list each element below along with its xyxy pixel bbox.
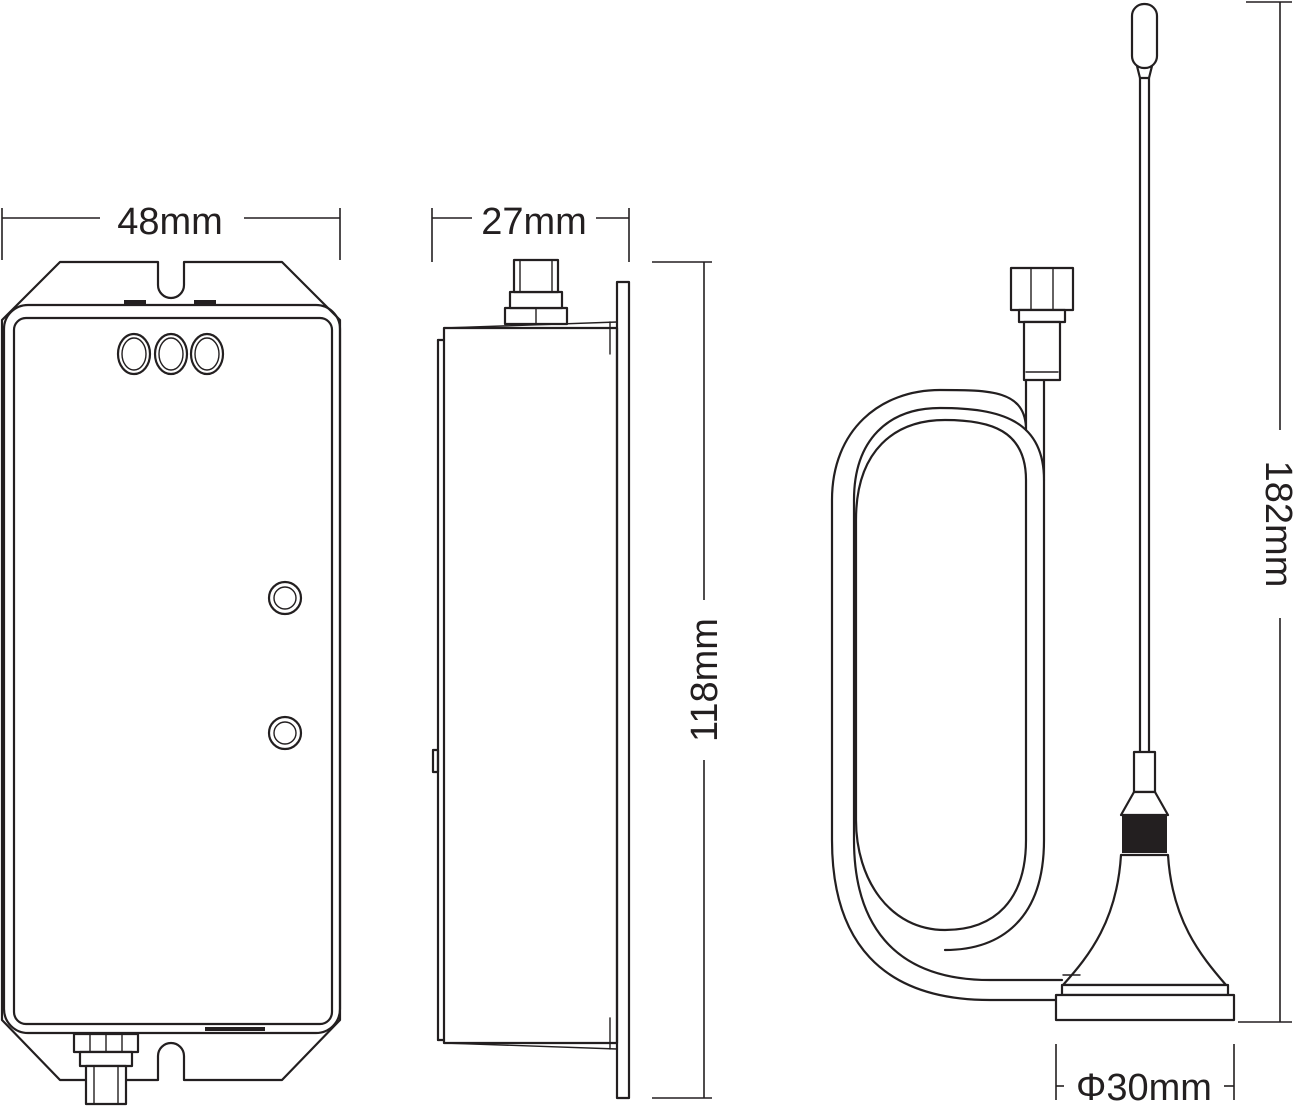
side-housing-body (442, 326, 619, 1045)
led-indicator-icon (267, 715, 303, 751)
antenna-height-label: 182mm (1257, 461, 1299, 588)
base-diameter-label: Φ30mm (1076, 1067, 1212, 1109)
dimension-base-diameter: Φ30mm (1055, 1044, 1235, 1109)
magnetic-base (1060, 983, 1230, 997)
button-icon (116, 332, 152, 376)
cable-loop-front (854, 418, 1028, 932)
antenna-view: 182mm Φ30mm (830, 1, 1299, 1109)
led-indicator-ring (273, 721, 297, 745)
dimension-width: 48mm (1, 201, 341, 260)
cable-loop-outer (830, 378, 1064, 1002)
cable-loop-front-inner (943, 478, 1046, 952)
side-view: 27mm 118mm (431, 201, 726, 1100)
button-group (116, 332, 225, 376)
led-indicator-ring (273, 586, 297, 610)
whip-antenna (1054, 2, 1236, 1022)
button-ring (158, 337, 184, 371)
depth-label: 27mm (481, 201, 587, 243)
button-icon (189, 332, 225, 376)
antenna-grip (1122, 815, 1167, 853)
mounting-flange (615, 280, 631, 1100)
side-connector (503, 258, 569, 326)
housing-outer (2, 303, 342, 1035)
dimension-antenna-height: 182mm (1238, 1, 1299, 1023)
top-vent-detail (124, 300, 146, 304)
width-label: 48mm (117, 201, 223, 243)
bottom-vent-detail (205, 1027, 265, 1031)
antenna-connector (72, 1032, 140, 1106)
dimension-depth: 27mm (431, 201, 630, 262)
side-clip (431, 748, 440, 774)
front-view: 48mm (0, 201, 342, 1106)
mounting-plate-outline (0, 260, 342, 1082)
sma-connector (1009, 266, 1075, 382)
cable-loop-inner (852, 378, 1064, 982)
housing-face (12, 316, 334, 1026)
led-indicator-icon (267, 580, 303, 616)
height-label: 118mm (684, 618, 726, 742)
dimension-height: 118mm (652, 261, 726, 1099)
top-vent-detail (194, 300, 216, 304)
button-ring (121, 337, 147, 371)
button-ring (194, 337, 220, 371)
button-icon (153, 332, 189, 376)
